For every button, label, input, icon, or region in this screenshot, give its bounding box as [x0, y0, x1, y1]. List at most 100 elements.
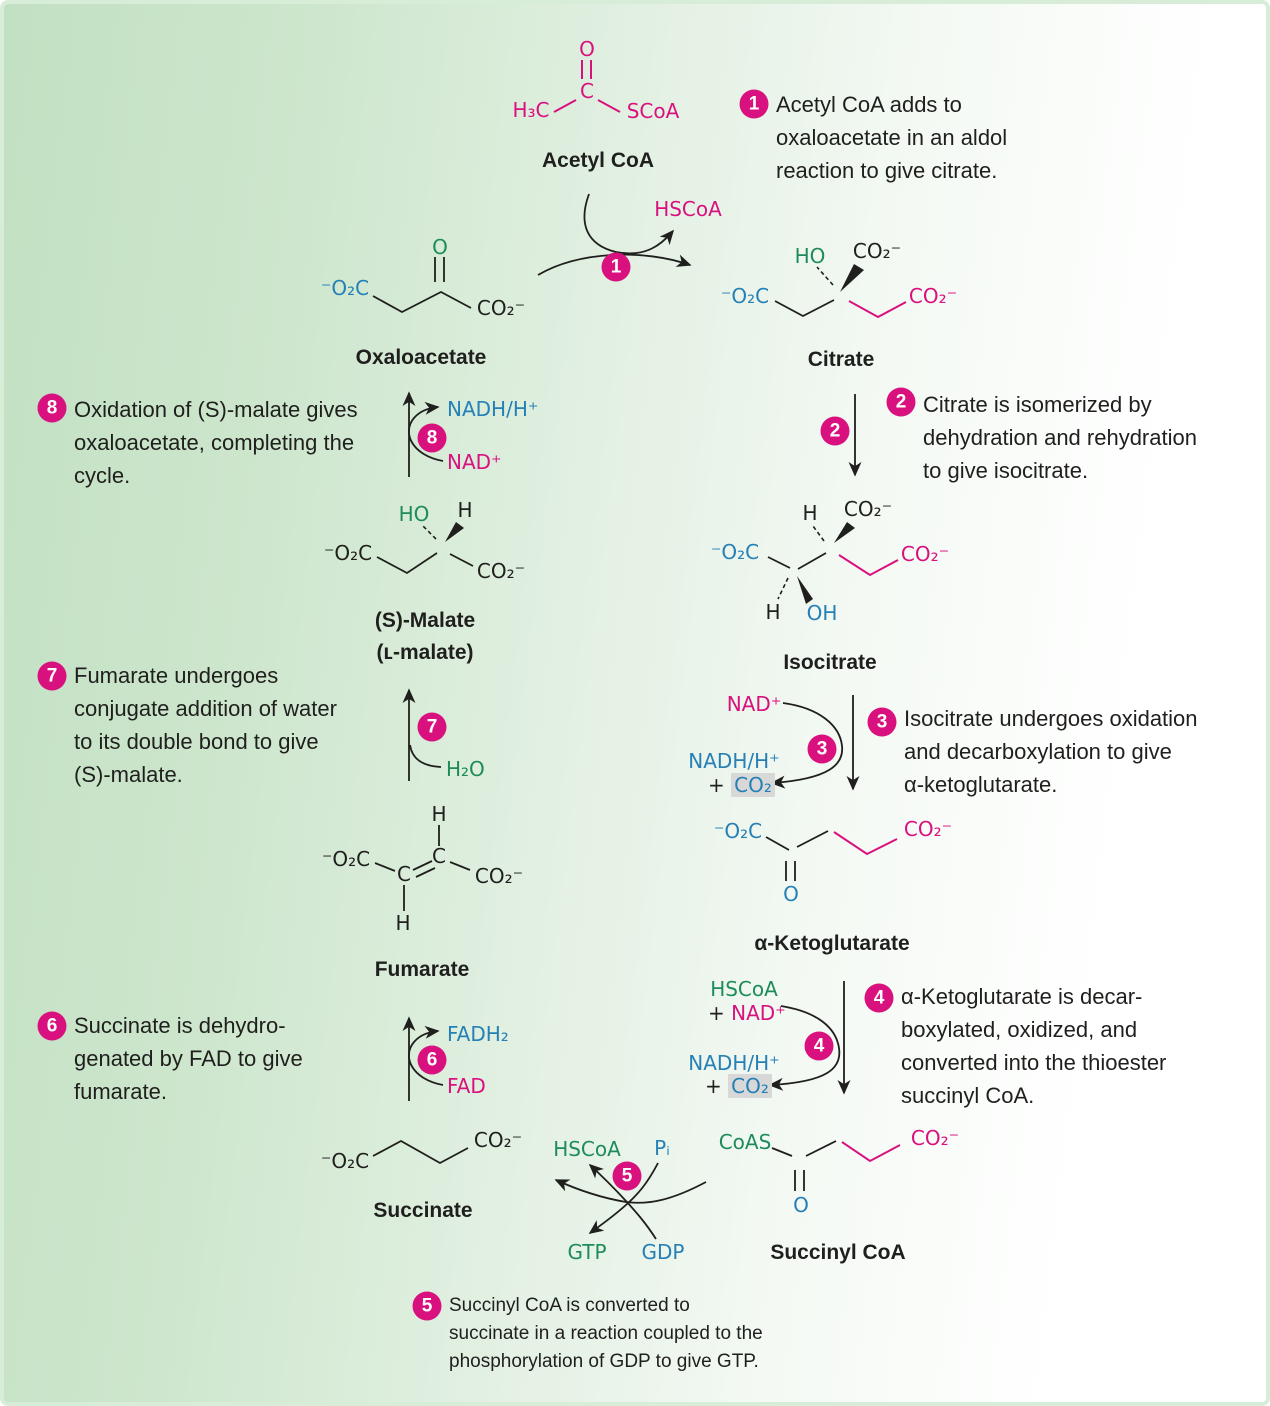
- molecule-label-isocitrate: Isocitrate: [783, 651, 877, 674]
- step-2-cycle-badge: 2: [820, 416, 850, 446]
- atom-label-o2c: ⁻O₂C: [710, 540, 760, 564]
- atom-label-o2c: ⁻O₂C: [320, 1149, 370, 1173]
- note-line: boxylated, oxidized, and: [901, 1017, 1138, 1042]
- atom-label-co2: CO₂⁻: [474, 864, 524, 888]
- atom-label-co2: CO₂⁻: [473, 1128, 523, 1152]
- step-8-note-badge: 8: [37, 393, 67, 423]
- bonds-isocitrate: [767, 522, 899, 604]
- atom-label-o2c: ⁻O₂C: [320, 276, 370, 300]
- step-2-note-badge: 2: [886, 387, 916, 417]
- cofactor-row-nad: + NAD⁺: [708, 1001, 786, 1025]
- note-line: Fumarate undergoes: [74, 663, 279, 688]
- note-line: oxaloacetate in an aldol: [776, 125, 1008, 150]
- note-step-6: Succinate is dehydro- genated by FAD to …: [74, 1009, 303, 1108]
- note-step-3: Isocitrate undergoes oxidation and decar…: [904, 702, 1198, 801]
- cofactor-label-co2: CO₂: [731, 773, 775, 797]
- cofactor-row-co2: + CO₂: [708, 773, 775, 797]
- atom-label-co2: CO₂⁻: [910, 1126, 960, 1150]
- cofactor-label-pi: Pᵢ: [654, 1136, 670, 1160]
- note-line: dehydration and rehydration: [923, 425, 1197, 450]
- plus-sign: +: [708, 773, 725, 797]
- step-1-cycle-badge: 1: [601, 252, 631, 282]
- cofactor-label-fadh2: FADH₂: [447, 1022, 509, 1046]
- cofactor-label-fad: FAD: [447, 1074, 486, 1098]
- atom-label-o: O: [579, 37, 595, 61]
- cofactor-label-hscoa: HSCoA: [654, 197, 722, 221]
- step-6-note-badge: 6: [37, 1011, 67, 1041]
- atom-label-o: O: [793, 1193, 809, 1217]
- note-line: succinyl CoA.: [901, 1083, 1035, 1108]
- note-step-7: Fumarate undergoes conjugate addition of…: [74, 659, 337, 791]
- cofactor-label-hscoa: HSCoA: [710, 977, 778, 1001]
- bonds-oxaloacetate: [372, 257, 472, 314]
- molecule-label-ketoglutarate: α-Ketoglutarate: [754, 932, 910, 955]
- atom-label-o2c: ⁻O₂C: [321, 847, 371, 871]
- cofactor-label-gtp: GTP: [567, 1240, 607, 1264]
- note-line: cycle.: [74, 463, 131, 488]
- cofactor-label-nad: NAD⁺: [726, 692, 782, 716]
- step-7-note-badge: 7: [37, 661, 67, 691]
- atom-label-ho: HO: [398, 502, 430, 526]
- cofactor-label-nadh: NADH/H⁺: [447, 397, 539, 421]
- molecule-label-oxaloacetate: Oxaloacetate: [355, 346, 487, 369]
- molecule-label-succinyl-coa: Succinyl CoA: [770, 1241, 906, 1264]
- arrow-step-8: [402, 391, 444, 477]
- plus-sign: +: [705, 1074, 722, 1098]
- note-line: Succinyl CoA is converted to: [449, 1295, 690, 1316]
- note-line: conjugate addition of water: [74, 696, 337, 721]
- arrow-step-7: [402, 688, 442, 781]
- step-8-cycle-badge: 8: [417, 423, 447, 453]
- bond-and-arrow-layer: [372, 60, 907, 1240]
- atom-label-co2: CO₂⁻: [903, 817, 953, 841]
- cofactor-label-co2: CO₂: [728, 1074, 772, 1098]
- atom-label-o: O: [432, 235, 448, 259]
- cofactor-row-co2: + CO₂: [705, 1074, 772, 1098]
- note-line: succinate in a reaction coupled to the: [449, 1323, 763, 1344]
- atom-label-co2-top: CO₂⁻: [852, 239, 902, 263]
- note-line: fumarate.: [74, 1079, 167, 1104]
- atom-label-scoa: SCoA: [626, 99, 680, 123]
- note-line: Acetyl CoA adds to: [776, 92, 962, 117]
- atom-label-coas: CoAS: [718, 1130, 772, 1154]
- note-line: reaction to give citrate.: [776, 158, 998, 183]
- note-line: to give isocitrate.: [923, 458, 1089, 483]
- bonds-citrate: [774, 264, 907, 319]
- molecule-label-succinate: Succinate: [373, 1199, 473, 1222]
- atom-label-c-right: C: [432, 844, 446, 868]
- note-line: oxaloacetate, completing the: [74, 430, 355, 455]
- note-line: phosphorylation of GDP to give GTP.: [449, 1351, 759, 1372]
- bonds-fumarate: [374, 825, 471, 911]
- plus-sign: +: [708, 1001, 725, 1025]
- molecule-label-citrate: Citrate: [807, 348, 875, 371]
- note-line: genated by FAD to give: [74, 1046, 303, 1071]
- atom-label-c-left: C: [397, 862, 411, 886]
- atom-label-co2: CO₂⁻: [476, 296, 526, 320]
- atom-label-h-top: H: [431, 802, 447, 826]
- atom-label-co2-right: CO₂⁻: [900, 542, 950, 566]
- arrow-step-5: [554, 1162, 707, 1240]
- atom-label-h-top: H: [802, 501, 818, 525]
- atom-label-co2-right: CO₂⁻: [908, 284, 958, 308]
- note-line: to its double bond to give: [74, 729, 319, 754]
- note-line: Citrate is isomerized by: [923, 392, 1152, 417]
- bonds-succinyl-coa: [771, 1140, 901, 1191]
- bonds-ketoglutarate: [765, 830, 898, 881]
- atom-label-o2c: ⁻O₂C: [713, 819, 763, 843]
- bonds-succinate: [372, 1139, 469, 1165]
- note-line: converted into the thioester: [901, 1050, 1167, 1075]
- step-3-cycle-badge: 3: [807, 734, 837, 764]
- arrow-step-4: [768, 981, 851, 1095]
- atom-label-oh: OH: [806, 601, 838, 625]
- arrow-step-6: [402, 1016, 444, 1101]
- molecule-label-fumarate: Fumarate: [374, 958, 470, 981]
- bonds-acetyl-coa: [553, 60, 621, 113]
- cofactor-label-nad: NAD⁺: [447, 450, 502, 474]
- note-step-4: α-Ketoglutarate is decar- boxylated, oxi…: [901, 980, 1166, 1112]
- atom-label-co2-top: CO₂⁻: [843, 497, 893, 521]
- cofactor-label-gdp: GDP: [641, 1240, 685, 1264]
- note-step-2: Citrate is isomerized by dehydration and…: [923, 388, 1197, 487]
- atom-label-h-bottom: H: [765, 600, 781, 624]
- bonds-malate: [376, 522, 474, 575]
- note-step-8: Oxidation of (S)-malate gives oxaloaceta…: [74, 393, 358, 492]
